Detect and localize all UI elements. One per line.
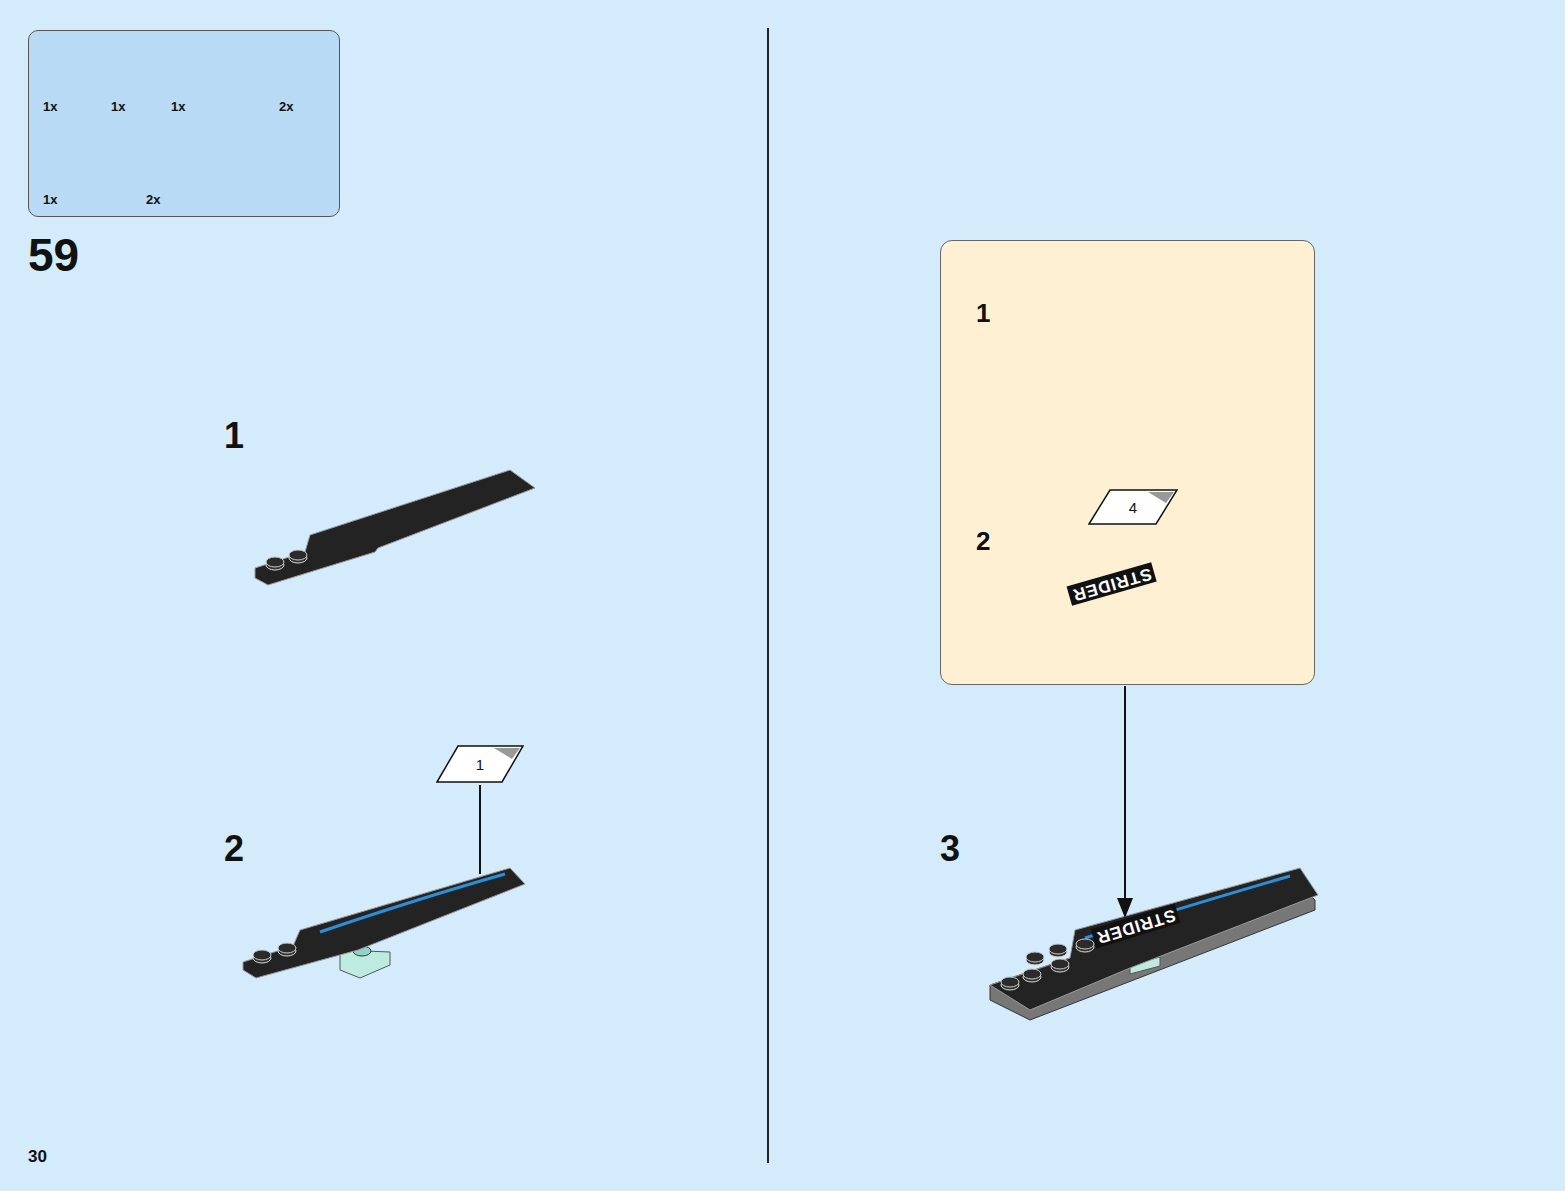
- part-count: 1x: [43, 192, 57, 207]
- sticker: 4: [1088, 489, 1178, 525]
- assembled-model: [990, 686, 1318, 1020]
- curved-slope: [255, 470, 535, 585]
- parts-box: 1x 1x 1x 2x 1x 2x: [28, 30, 340, 217]
- substep-number: 2: [976, 526, 990, 557]
- sticker-number: 4: [1129, 499, 1137, 516]
- curved-slope: [243, 785, 525, 978]
- substep-number: 1: [976, 298, 990, 329]
- sticker-number: 1: [476, 756, 484, 773]
- divider: [767, 28, 769, 1163]
- step-number: 59: [28, 228, 79, 282]
- substep-number: 2: [224, 828, 244, 870]
- substep-number: 3: [940, 828, 960, 870]
- substep-number: 1: [224, 415, 244, 457]
- part-count: 1x: [111, 99, 125, 114]
- part-count: 2x: [146, 192, 160, 207]
- part-count: 2x: [279, 99, 293, 114]
- page-number: 30: [28, 1147, 47, 1167]
- part-count: 1x: [171, 99, 185, 114]
- part-count: 1x: [43, 99, 57, 114]
- sticker: 1: [436, 745, 524, 783]
- callout-box: 1 2 4: [940, 240, 1315, 685]
